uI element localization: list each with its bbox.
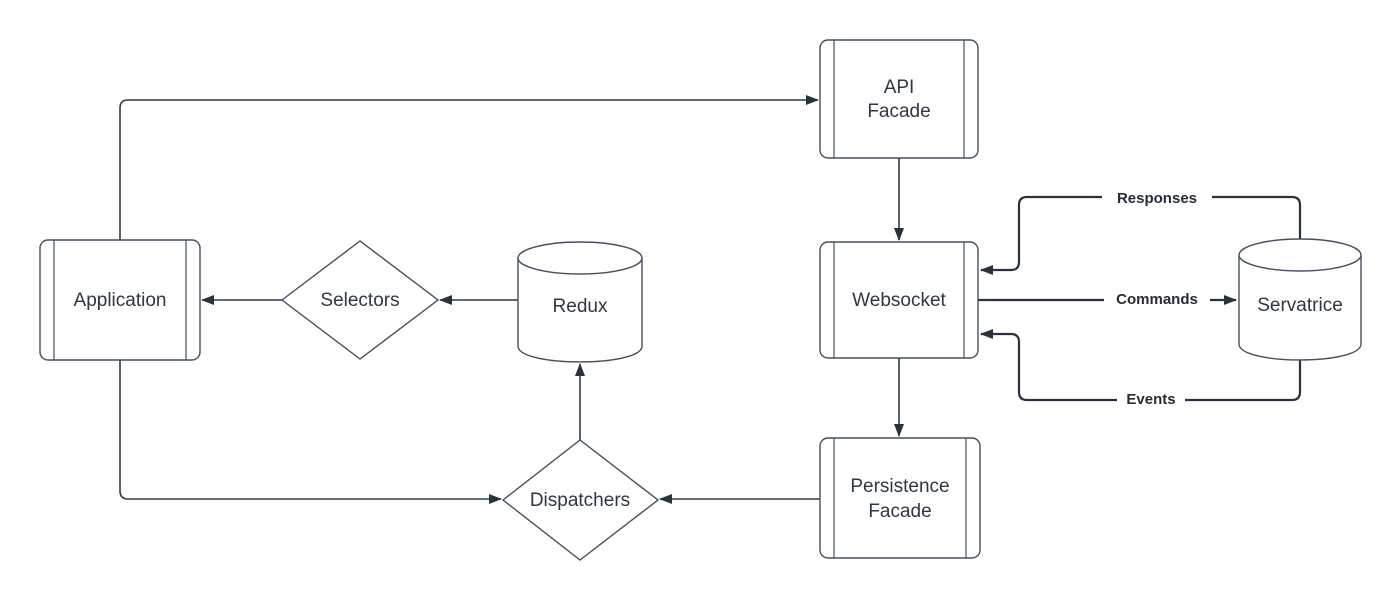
process-shape bbox=[819, 241, 979, 359]
edges: Responses Commands Events bbox=[119, 95, 1302, 504]
node-label-line1: Persistence bbox=[850, 476, 949, 497]
edge-label-text: Events bbox=[1126, 391, 1175, 408]
edge-events bbox=[980, 329, 1302, 402]
node-application: Application bbox=[39, 239, 201, 361]
node-label-line2: Facade bbox=[868, 501, 931, 522]
diamond-shape bbox=[280, 240, 440, 360]
node-redux: Redux bbox=[517, 241, 643, 363]
node-label: Selectors bbox=[320, 290, 399, 311]
node-persistence-facade: Persistence Facade bbox=[819, 437, 981, 559]
process-shape bbox=[819, 437, 981, 559]
cylinder-body bbox=[1238, 255, 1362, 361]
edge-application-to-api-facade bbox=[119, 95, 819, 240]
node-label: Dispatchers bbox=[530, 490, 630, 511]
node-label-line1: API bbox=[884, 77, 915, 98]
edge-label-text: Commands bbox=[1116, 291, 1198, 308]
node-servatrice: Servatrice bbox=[1238, 238, 1362, 361]
node-label: Facade bbox=[868, 501, 931, 522]
cylinder-top bbox=[1238, 238, 1362, 272]
edge-label-bg bbox=[1104, 290, 1210, 309]
node-selectors: Selectors bbox=[280, 240, 440, 360]
node-dispatchers: Dispatchers bbox=[501, 439, 660, 561]
node-label: Servatrice bbox=[1257, 295, 1343, 316]
edge-label-text: Responses bbox=[1117, 190, 1197, 207]
diamond-shape bbox=[501, 439, 660, 561]
node-label: Websocket bbox=[852, 290, 946, 311]
node-label: Facade bbox=[867, 101, 930, 122]
process-shape bbox=[819, 39, 979, 159]
node-label: Application bbox=[74, 290, 167, 311]
cylinder-body bbox=[517, 258, 643, 363]
node-api-facade: API Facade bbox=[819, 39, 979, 159]
edge-application-to-dispatchers bbox=[119, 360, 502, 504]
node-label-line2: Facade bbox=[867, 101, 930, 122]
edge-responses bbox=[980, 195, 1302, 275]
node-label: Redux bbox=[553, 296, 608, 317]
cylinder-top bbox=[517, 241, 643, 275]
node-label: Persistence bbox=[850, 476, 949, 497]
edge-label-responses: Responses bbox=[1102, 188, 1212, 207]
edge-label-bg bbox=[1117, 390, 1185, 409]
node-websocket: Websocket bbox=[819, 241, 979, 359]
edge-label-events: Events bbox=[1117, 390, 1185, 409]
node-label: API bbox=[884, 77, 915, 98]
edge-label-bg bbox=[1102, 188, 1212, 207]
edge-label-commands: Commands bbox=[1104, 290, 1210, 309]
process-shape bbox=[39, 239, 201, 361]
